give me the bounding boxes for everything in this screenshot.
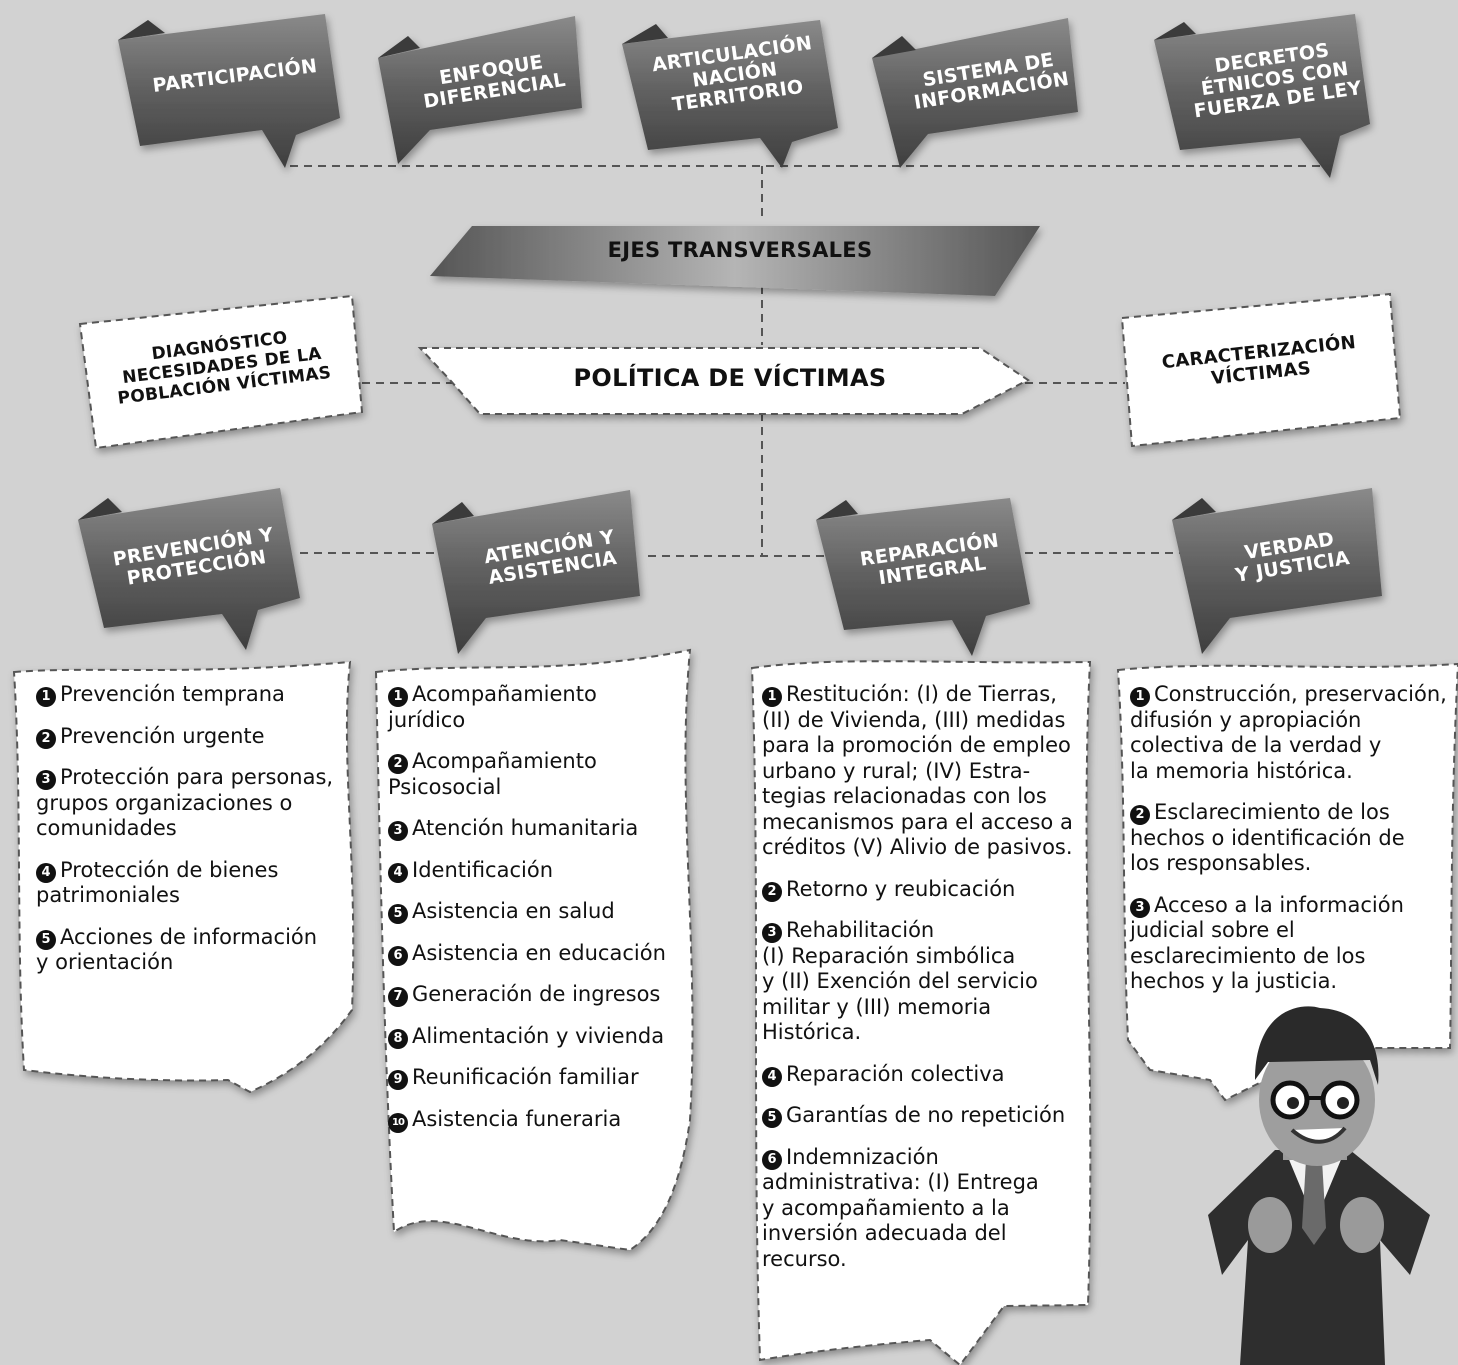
number-badge-icon: 3	[388, 821, 408, 841]
list-item-text: Rehabilitación (I) Reparación simbólica …	[762, 918, 1038, 1044]
connector-lines	[290, 165, 1320, 557]
list-item-text: Asistencia funeraria	[412, 1106, 622, 1131]
list-item-text: Protección para personas, grupos organiz…	[36, 765, 334, 840]
number-badge-icon: 3	[762, 923, 782, 943]
number-badge-icon: 1	[388, 687, 408, 707]
businessman-illustration	[1208, 1006, 1430, 1365]
list-item-text: Acompañamiento jurídico	[388, 682, 597, 732]
caracterizacion-box-shape	[1120, 292, 1402, 448]
list-item-text: Retorno y reubicación	[786, 876, 1016, 901]
number-badge-icon: 4	[762, 1066, 782, 1087]
list-item-text: Construcción, preservación, difusión y a…	[1130, 682, 1447, 783]
list-item-text: Acceso a la información judicial sobre e…	[1130, 892, 1404, 994]
number-badge-icon: 2	[36, 728, 56, 749]
politica-victimas-title: POLÍTICA DE VÍCTIMAS	[573, 364, 887, 392]
number-badge-icon: 2	[762, 881, 782, 902]
list-item-text: Identificación	[412, 857, 554, 882]
number-badge-icon: 3	[36, 770, 56, 790]
content-bubbles	[12, 648, 1458, 1365]
list-item-text: Atención humanitaria	[412, 816, 639, 840]
number-badge-icon: 4	[36, 862, 56, 883]
list-item-text: Indemnización administrativa: (I) Entreg…	[762, 1144, 1039, 1271]
number-badge-icon: 2	[388, 754, 408, 774]
list-item-text: Restitución: (I) de Tierras, (II) de Viv…	[762, 682, 1073, 859]
list-item-text: Generación de ingresos	[412, 982, 661, 1006]
number-badge-icon: 6	[388, 945, 408, 966]
number-badge-icon: 6	[762, 1149, 782, 1170]
number-badge-icon: 1	[762, 687, 782, 707]
number-badge-icon: 2	[1130, 805, 1150, 825]
number-badge-icon: 10	[388, 1112, 408, 1133]
componente-tag-shapes	[78, 488, 1382, 656]
number-badge-icon: 1	[1130, 687, 1150, 707]
number-badge-icon: 4	[388, 862, 408, 883]
list-item-text: Asistencia en salud	[412, 899, 615, 923]
list-item-text: Reparación colectiva	[786, 1061, 1005, 1086]
number-badge-icon: 7	[388, 987, 408, 1007]
list-item-text: Alimentación y vivienda	[412, 1023, 665, 1048]
number-badge-icon: 8	[388, 1028, 408, 1049]
number-badge-icon: 5	[762, 1108, 782, 1128]
ejes-transversales-title: EJES TRANSVERSALES	[607, 238, 873, 262]
list-item-text: Esclarecimiento de los hechos o identifi…	[1130, 800, 1405, 875]
list-item-text: Asistencia en educación	[412, 940, 666, 965]
eje-tag-shapes	[118, 14, 1370, 178]
number-badge-icon: 5	[388, 904, 408, 924]
list-item-text: Reunificación familiar	[412, 1065, 639, 1089]
number-badge-icon: 3	[1130, 897, 1150, 918]
ejes-bar-shape	[430, 226, 1040, 296]
list-item-text: Garantías de no repetición	[786, 1103, 1066, 1127]
list-item-text: Prevención urgente	[60, 723, 265, 748]
list-item-text: Acciones de información y orientación	[36, 924, 318, 975]
list-item-text: Protección de bienes patrimoniales	[36, 857, 279, 908]
diagnostico-box-shape	[78, 294, 364, 450]
politica-banner-shape	[417, 347, 1030, 415]
number-badge-icon: 9	[388, 1070, 408, 1090]
number-badge-icon: 5	[36, 929, 56, 950]
list-item-text: Prevención temprana	[60, 682, 285, 706]
number-badge-icon: 1	[36, 687, 56, 707]
list-item-text: Acompañamiento Psicosocial	[388, 749, 597, 799]
